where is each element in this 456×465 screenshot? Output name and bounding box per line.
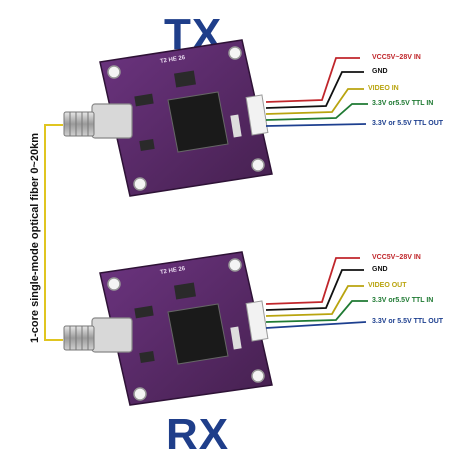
rx-component [174, 282, 196, 300]
tx-mount-hole [133, 177, 147, 191]
tx-fiber-connector-body [91, 103, 133, 139]
tx-wire-gnd [265, 71, 364, 109]
tx-component [134, 93, 154, 107]
fiber-label: 1-core single-mode optical fiber 0~20km [29, 133, 41, 343]
rx-wire-header [245, 300, 269, 342]
tx-fiber-connector-nut [63, 111, 95, 137]
rx-wire-video [265, 285, 364, 317]
rx-title: RX [166, 410, 230, 459]
tx-mount-hole [107, 65, 121, 79]
fiber-link-line [44, 124, 63, 341]
rx-board [63, 251, 368, 406]
tx-mount-hole [251, 158, 265, 172]
tx-board [63, 39, 368, 197]
rx-wire-vcc [265, 257, 360, 305]
rx-mount-hole [107, 277, 121, 291]
rx-fiber-connector-nut [63, 325, 95, 351]
rx-wire-ttl-in [265, 300, 368, 323]
tx-component [174, 70, 196, 88]
tx-wire-label-vcc: VCC5V~28V IN [372, 54, 421, 61]
rx-wire-gnd [265, 269, 364, 311]
tx-wire-ttl-out [265, 123, 367, 127]
rx-main-chip [167, 303, 229, 365]
tx-component [230, 114, 242, 138]
rx-wire-label-ttl-in: 3.3V or5.5V TTL IN [372, 297, 434, 304]
tx-component [139, 138, 155, 152]
rx-wire-label-vcc: VCC5V~28V IN [372, 254, 421, 261]
tx-mount-hole [228, 46, 242, 60]
rx-mount-hole [228, 258, 242, 272]
tx-wire-video [265, 88, 364, 115]
rx-mount-hole [133, 387, 147, 401]
tx-wire-label-ttl-out: 3.3V or 5.5V TTL OUT [372, 120, 444, 127]
rx-component [139, 350, 155, 364]
rx-mount-hole [251, 369, 265, 383]
tx-wire-label-video: VIDEO IN [368, 85, 399, 92]
tx-wire-vcc [265, 57, 360, 103]
tx-wire-ttl-in [265, 103, 368, 121]
tx-wire-label-ttl-in: 3.3V or5.5V TTL IN [372, 100, 434, 107]
tx-main-chip [167, 91, 229, 153]
rx-component [230, 326, 242, 350]
rx-wire-label-ttl-out: 3.3V or 5.5V TTL OUT [372, 318, 444, 325]
rx-wire-ttl-out [265, 321, 367, 329]
rx-wire-label-gnd: GND [372, 266, 388, 273]
tx-wire-header [245, 94, 269, 136]
tx-wire-label-gnd: GND [372, 68, 388, 75]
rx-component [134, 305, 154, 319]
rx-fiber-connector-body [91, 317, 133, 353]
rx-wire-label-video: VIDEO OUT [368, 282, 407, 289]
